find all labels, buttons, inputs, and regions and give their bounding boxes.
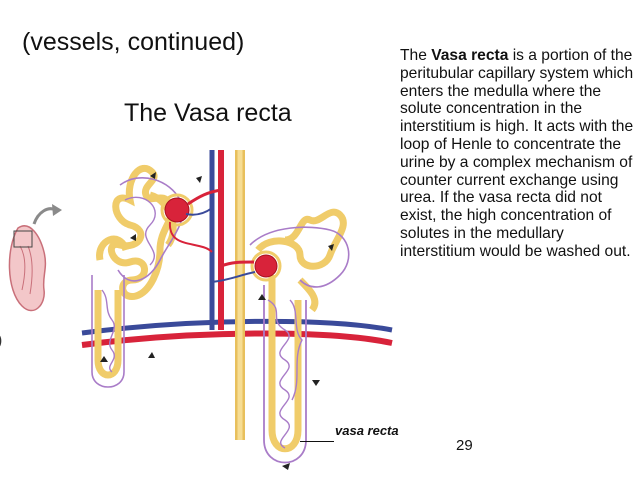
page-number: 29 [456,437,473,454]
edge-glyph: ) [0,332,2,350]
figure-label-line [300,441,334,442]
kidney-icon [8,225,47,312]
slide-subtitle: The Vasa recta [124,99,292,127]
body-rest: is a portion of the peritubular capillar… [400,47,634,260]
body-intro: The [400,47,432,64]
curved-arrow-icon [32,204,62,225]
body-paragraph: The Vasa recta is a portion of the perit… [400,47,636,261]
body-bold-term: Vasa recta [431,47,509,64]
figure-label: vasa recta [335,423,399,438]
slide-heading: (vessels, continued) [22,28,245,56]
